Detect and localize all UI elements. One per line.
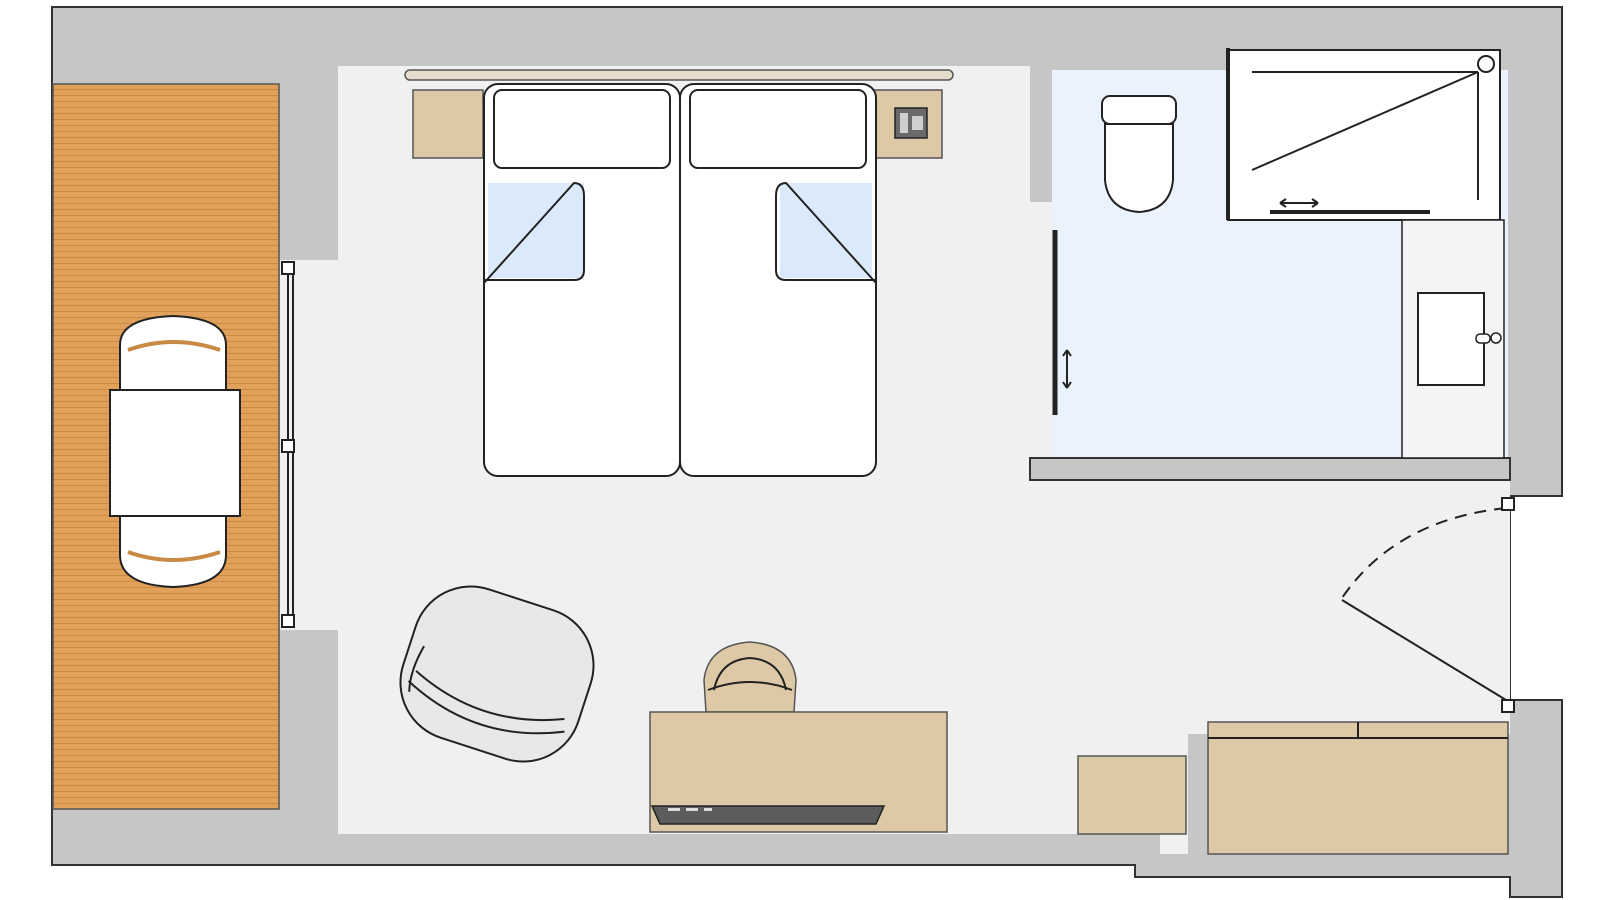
window-frame [281, 614, 295, 628]
door-frame [1501, 497, 1515, 511]
slide-arrow-icon [1279, 198, 1319, 208]
washbasin [1417, 292, 1485, 386]
shower-drain-icon [1477, 55, 1495, 73]
entry-door-swing [1341, 507, 1507, 599]
bedside-table [412, 89, 484, 159]
wardrobe [1207, 721, 1509, 855]
window-frame [281, 261, 295, 275]
window-frame [281, 439, 295, 453]
phone-icon [894, 107, 928, 139]
balcony-chair [119, 511, 227, 589]
toilet [1101, 95, 1177, 214]
slide-arrow-icon [1062, 349, 1072, 389]
bathroom-partition [1029, 457, 1511, 481]
tv [650, 805, 886, 825]
shower [1227, 49, 1501, 221]
luggage-bench [1077, 755, 1187, 835]
headboard-rail [404, 69, 954, 81]
bed-right [679, 83, 877, 477]
bed-left [483, 83, 681, 477]
armchair [399, 585, 595, 763]
faucet-icon [1475, 332, 1502, 344]
shower-slope [1251, 71, 1479, 171]
balcony-table [109, 389, 241, 517]
entry-door [1341, 599, 1507, 701]
balcony-chair [119, 314, 227, 393]
door-frame [1501, 699, 1515, 713]
desk-chair [703, 641, 797, 713]
